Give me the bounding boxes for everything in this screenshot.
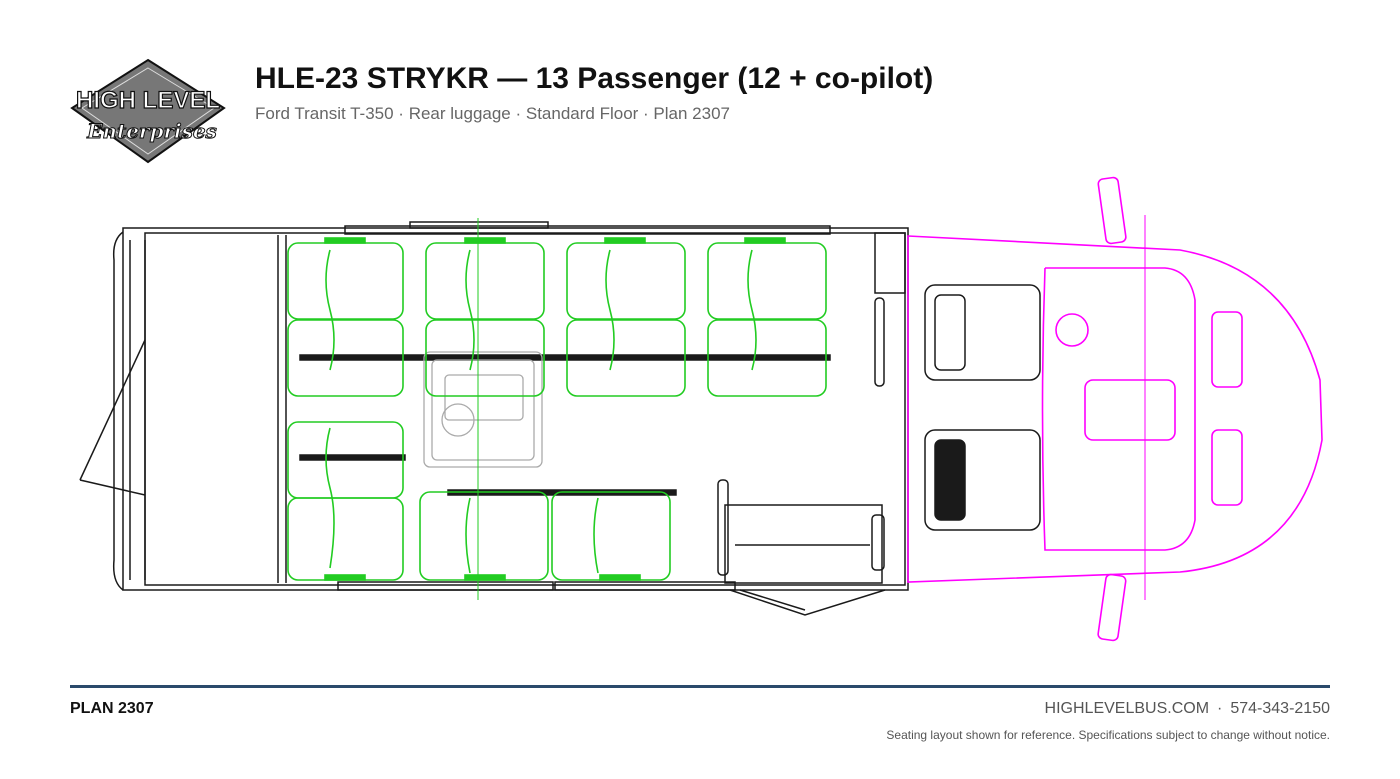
side-mirror: [1097, 176, 1127, 245]
headlight: [1211, 429, 1243, 506]
copilot-seat: [924, 429, 1041, 531]
passenger-seat: [566, 242, 686, 320]
footer-rule: [70, 685, 1330, 688]
contact-separator: ·: [1217, 700, 1223, 717]
entry-step: [724, 504, 883, 584]
passenger-seat: [419, 491, 549, 581]
passenger-seat: [551, 491, 671, 581]
cab-outline: [907, 235, 1323, 583]
passenger-seat: [566, 319, 686, 397]
side-mirror: [1097, 573, 1127, 642]
logo-text-top: HIGH LEVEL: [76, 87, 220, 114]
passenger-seat: [287, 242, 404, 320]
page-subtitle: Ford Transit T-350 · Rear luggage · Stan…: [255, 104, 730, 123]
passenger-seat: [707, 319, 827, 397]
phone-number[interactable]: 574-343-2150: [1230, 700, 1330, 717]
grab-bar: [874, 297, 885, 387]
bus-body-outline: [122, 227, 909, 591]
page-title: HLE-23 STRYKR — 13 Passenger (12 + co-pi…: [255, 62, 934, 95]
wheelchair-area: [423, 351, 543, 468]
logo-text-bottom: Enterprises: [86, 119, 217, 143]
seat-rail-upper: [299, 354, 831, 361]
rear-door: [112, 231, 124, 591]
passenger-seat: [707, 242, 827, 320]
contact-info: HIGHLEVELBUS.COM · 574-343-2150: [1045, 700, 1330, 718]
plan-label: PLAN 2307: [70, 700, 154, 717]
steering-wheel: [1055, 313, 1089, 347]
rear-door-swing: [79, 339, 146, 481]
disclaimer: Seating layout shown for reference. Spec…: [886, 728, 1330, 742]
company-logo: HIGH LEVEL Enterprises: [70, 58, 226, 164]
headlight: [1211, 311, 1243, 388]
entry-door-swing: [729, 589, 886, 616]
website-link[interactable]: HIGHLEVELBUS.COM: [1044, 700, 1210, 717]
driver-seat: [924, 284, 1041, 381]
passenger-seat: [425, 319, 545, 397]
logo-diamond: [70, 58, 226, 164]
passenger-seat: [287, 497, 404, 581]
seat-rail-lower-left: [299, 454, 406, 461]
passenger-seat: [287, 319, 404, 397]
passenger-seat: [425, 242, 545, 320]
